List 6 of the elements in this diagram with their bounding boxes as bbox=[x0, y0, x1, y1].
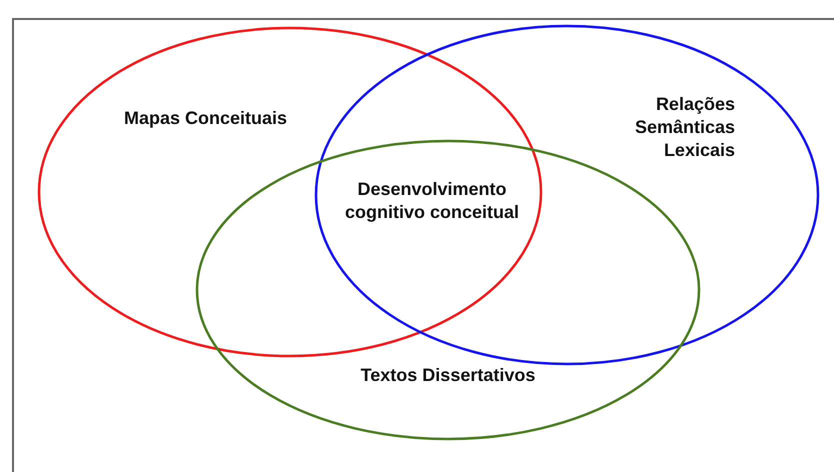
venn-ellipse bbox=[38, 27, 542, 357]
set-label: Mapas Conceituais bbox=[124, 107, 288, 130]
intersection-label: Desenvolvimento cognitivo conceitual bbox=[344, 178, 520, 224]
venn-ellipse bbox=[315, 25, 819, 365]
set-label: Textos Dissertativos bbox=[360, 364, 536, 387]
set-label: Relações Semânticas Lexicais bbox=[634, 93, 735, 162]
